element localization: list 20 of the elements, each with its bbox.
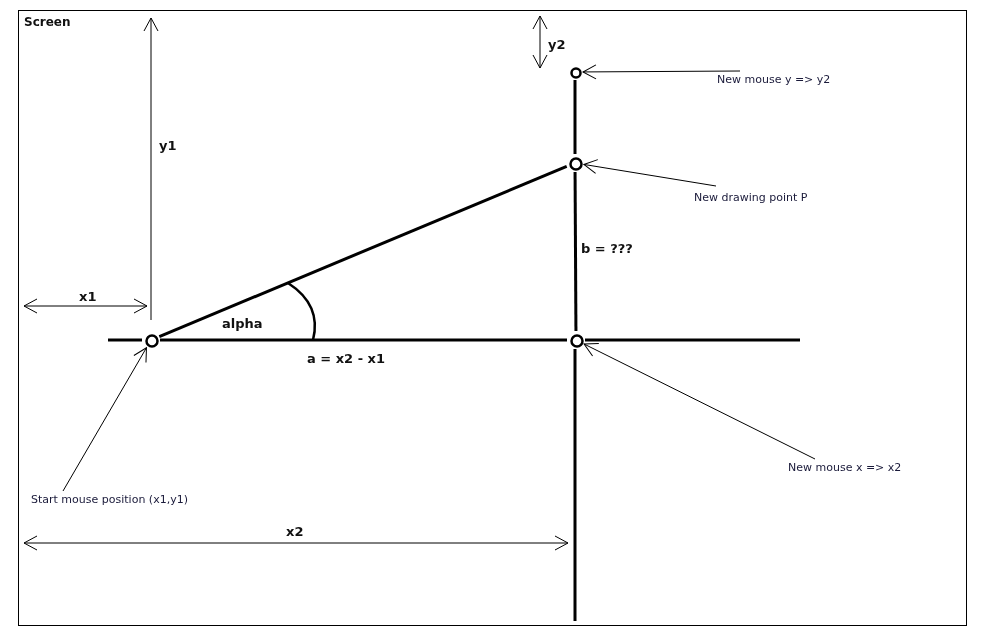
leader-arrow <box>583 343 816 460</box>
dimension-label: x1 <box>79 289 97 304</box>
connecting-line <box>573 80 577 154</box>
leader-arrow <box>583 159 717 187</box>
callout-text: New drawing point P <box>694 191 808 205</box>
callout-text: New mouse y => y2 <box>717 73 831 87</box>
angle-label: alpha <box>222 316 263 331</box>
connecting-line <box>160 338 567 342</box>
edge-label: b = ??? <box>581 241 633 256</box>
screen-frame <box>18 10 967 626</box>
dimension-label: y2 <box>548 37 566 52</box>
connecting-line <box>573 172 578 331</box>
screen-title: Screen <box>24 15 71 30</box>
dimension-label: x2 <box>286 524 304 539</box>
callout-text: New mouse x => x2 <box>788 461 902 475</box>
leader-arrow <box>62 347 147 492</box>
edge-label: a = x2 - x1 <box>307 351 386 366</box>
dimension-label: y1 <box>159 138 177 153</box>
callout-text: Start mouse position (x1,y1) <box>31 493 188 507</box>
connecting-line <box>158 165 568 338</box>
